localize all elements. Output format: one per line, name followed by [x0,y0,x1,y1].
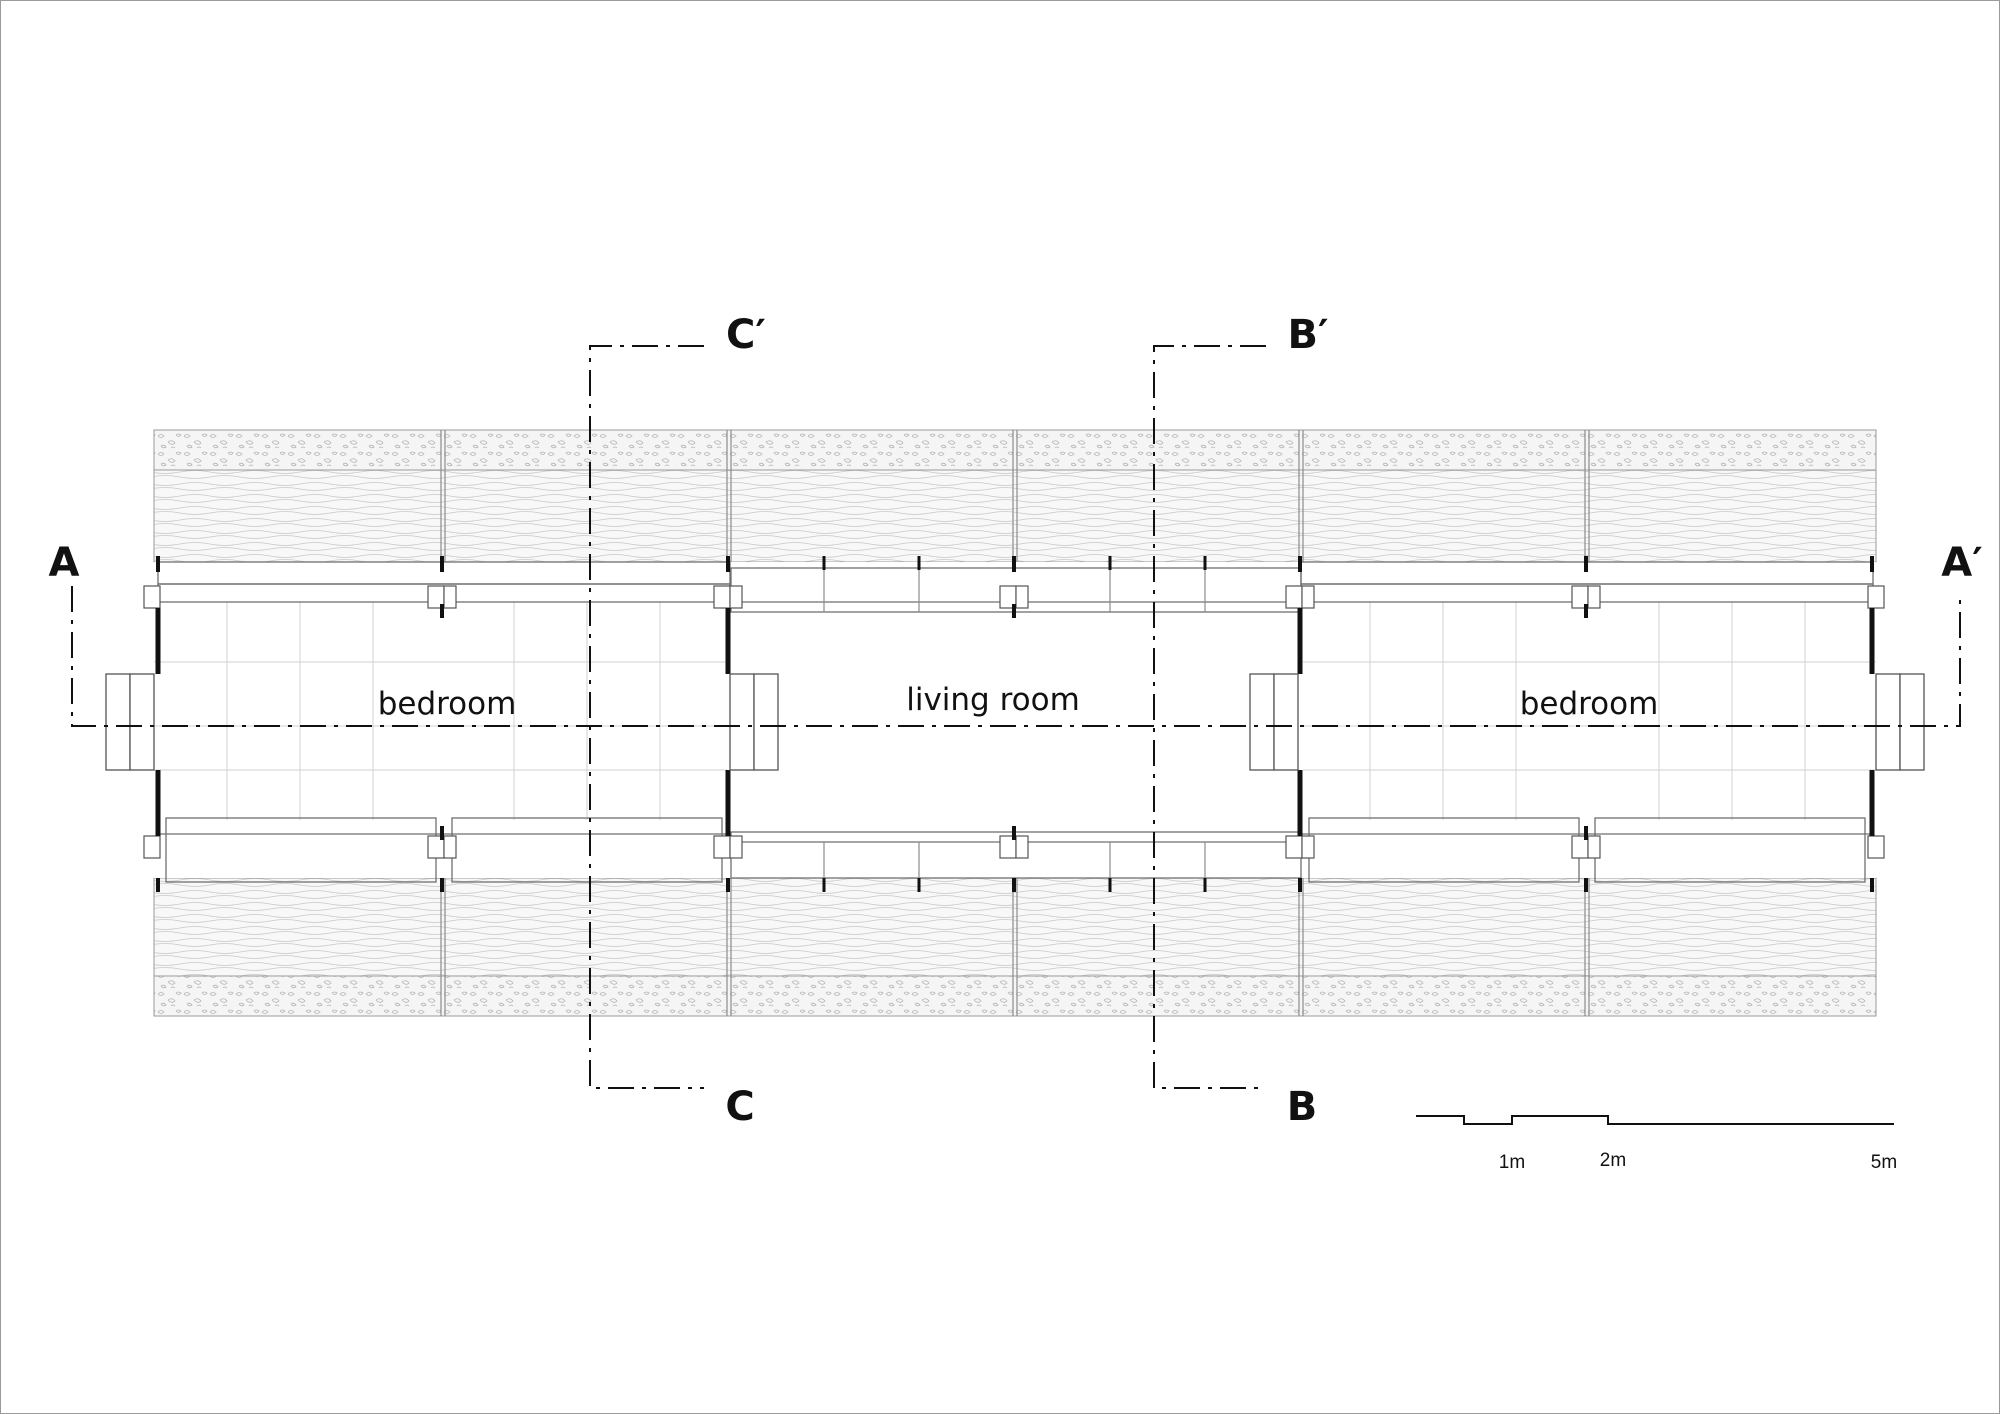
section-b-line [1153,345,1266,1089]
section-label-a: A [49,540,80,586]
section-label-b: B [1287,1084,1318,1130]
section-a-line [71,586,1961,727]
room-label-living-room: living room [906,682,1080,718]
living-room-mullions [822,556,1207,892]
room-label-left-bedroom: bedroom [378,686,517,722]
solid-walls [155,608,1875,836]
section-cut-lines [71,345,1961,1089]
living-room-glazing-ticks [823,570,1206,878]
scale-bar: 1m 2m 5m [1416,1115,1897,1173]
section-label-c: C [725,1084,754,1130]
gravel-bottom [153,975,1877,1017]
scale-bar-line [1416,1115,1894,1125]
section-label-b-prime: B′ [1287,312,1328,358]
section-label-a-prime: A′ [1941,540,1983,586]
gravel-top [153,429,1877,471]
structural-columns [143,556,1885,892]
section-label-c-prime: C′ [726,312,766,358]
section-c-line [589,345,704,1089]
scale-label-2m: 2m [1600,1150,1626,1171]
door-panels [105,673,1925,771]
scale-label-1m: 1m [1499,1152,1525,1173]
scale-label-5m: 5m [1871,1152,1897,1173]
wood-deck-bottom [153,877,1877,977]
room-label-right-bedroom: bedroom [1520,686,1659,722]
wood-deck-top [153,469,1877,563]
